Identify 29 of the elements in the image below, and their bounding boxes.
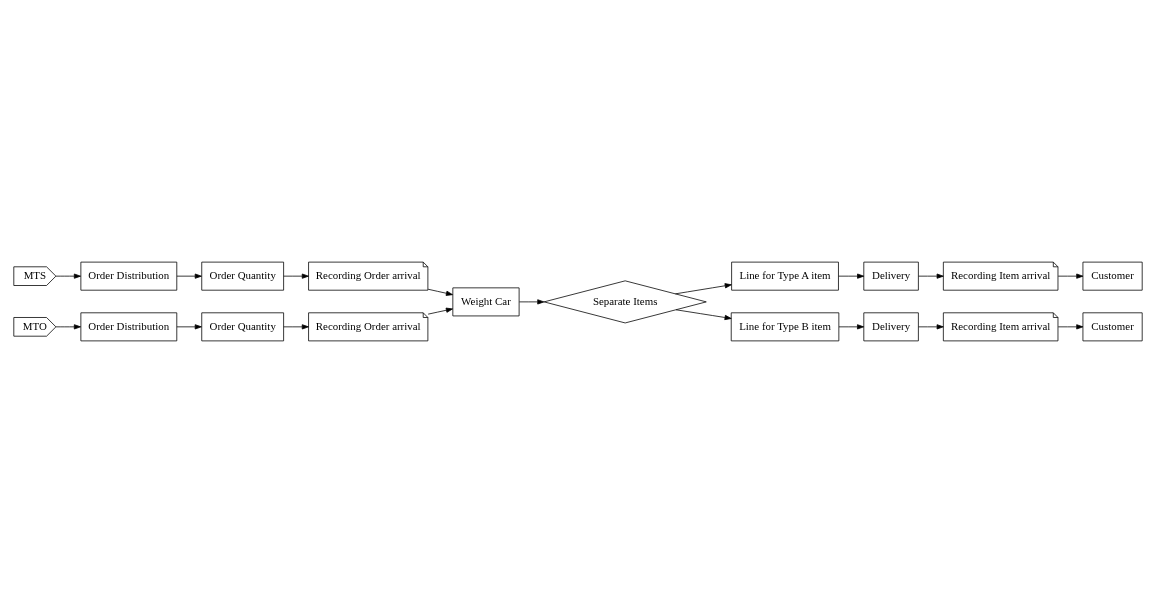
arrow [675,309,732,321]
arrow [283,324,309,330]
arrow [176,273,202,279]
arrow [1057,324,1084,330]
arrow [918,324,944,330]
arrow [838,324,865,330]
node-box: Line for Type B item [730,312,840,342]
arrow [427,307,453,315]
node-box: Weight Car [452,287,520,317]
node-box: Delivery [863,312,919,342]
arrow [283,273,309,279]
arrow [918,273,944,279]
arrow [675,283,732,295]
node-box: Customer [1082,312,1143,342]
node-box: Order Distribution [80,261,178,291]
arrow [519,299,545,305]
arrow [176,324,202,330]
node-box: Delivery [863,261,919,291]
node-box: Customer [1082,261,1143,291]
arrow [1057,273,1084,279]
node-box: Order Quantity [201,312,284,342]
node-box: Line for Type A item [731,261,839,291]
arrow [838,273,865,279]
node-box: Order Distribution [80,312,178,342]
arrow [55,273,81,279]
node-box: Order Quantity [201,261,284,291]
node-diamond: Separate Items [543,280,707,324]
arrow [55,324,81,330]
arrow [427,288,453,296]
